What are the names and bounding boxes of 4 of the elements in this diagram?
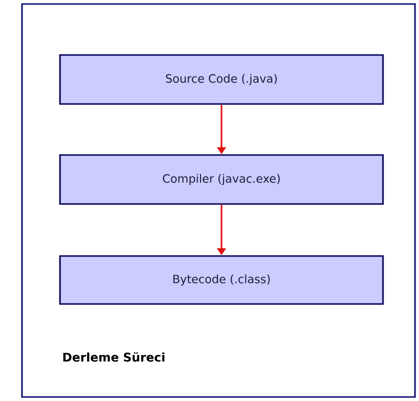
process-box: Compiler (javac.exe) xyxy=(59,154,384,205)
process-box: Source Code (.java) xyxy=(59,54,384,105)
caption: Derleme Süreci xyxy=(63,352,164,362)
process-box: Bytecode (.class) xyxy=(59,255,384,305)
